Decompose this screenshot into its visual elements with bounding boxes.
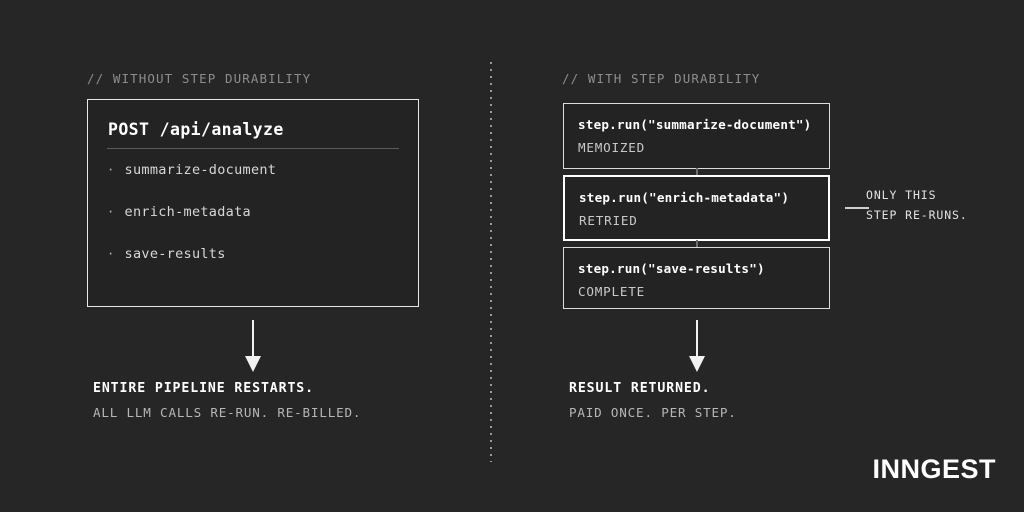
bullet-icon: · bbox=[107, 163, 115, 177]
callout-annotation: ONLY THIS STEP RE-RUNS. bbox=[866, 185, 968, 225]
callout-line-1: ONLY THIS bbox=[866, 188, 937, 202]
right-outcome-primary: RESULT RETURNED. bbox=[569, 381, 711, 396]
left-outcome-primary: ENTIRE PIPELINE RESTARTS. bbox=[93, 381, 314, 396]
right-outcome-caption: RESULT RETURNED. PAID ONCE. PER STEP. bbox=[569, 381, 737, 420]
panel-divider-rule bbox=[107, 148, 399, 149]
callout-line-2: STEP RE-RUNS. bbox=[866, 208, 968, 222]
list-item-label: summarize-document bbox=[124, 162, 277, 178]
panel-step-list: · summarize-document · enrich-metadata ·… bbox=[107, 162, 402, 288]
callout-leader-line bbox=[845, 207, 869, 209]
right-outcome-secondary: PAID ONCE. PER STEP. bbox=[569, 405, 737, 420]
step-box-save-results: step.run("save-results") COMPLETE bbox=[563, 247, 830, 309]
left-section-comment: // WITHOUT STEP DURABILITY bbox=[87, 71, 312, 86]
right-section-comment: // WITH STEP DURABILITY bbox=[562, 71, 761, 86]
monolithic-request-panel: POST /api/analyze · summarize-document ·… bbox=[87, 99, 419, 307]
step-connector bbox=[696, 168, 698, 176]
left-outcome-secondary: ALL LLM CALLS RE-RUN. RE-BILLED. bbox=[93, 405, 362, 420]
inngest-logo: INNGEST bbox=[872, 454, 996, 484]
left-outcome-caption: ENTIRE PIPELINE RESTARTS. ALL LLM CALLS … bbox=[93, 381, 361, 420]
step-code: step.run("summarize-document") bbox=[578, 117, 812, 132]
panel-title: POST /api/analyze bbox=[108, 120, 284, 139]
step-box-summarize-document: step.run("summarize-document") MEMOIZED bbox=[563, 103, 830, 169]
step-code: step.run("save-results") bbox=[578, 261, 765, 276]
arrow-stem bbox=[696, 320, 698, 358]
list-item: · enrich-metadata bbox=[107, 204, 402, 246]
list-item: · save-results bbox=[107, 246, 402, 288]
list-item-label: save-results bbox=[124, 246, 226, 262]
status-badge: RETRIED bbox=[579, 213, 638, 228]
step-box-enrich-metadata: step.run("enrich-metadata") RETRIED bbox=[563, 175, 830, 241]
list-item: · summarize-document bbox=[107, 162, 402, 204]
arrow-head bbox=[245, 356, 261, 372]
list-item-label: enrich-metadata bbox=[124, 204, 251, 220]
bullet-icon: · bbox=[107, 205, 115, 219]
arrow-stem bbox=[252, 320, 254, 358]
arrow-head bbox=[689, 356, 705, 372]
bullet-icon: · bbox=[107, 247, 115, 261]
vertical-dotted-divider bbox=[490, 62, 492, 462]
status-badge: COMPLETE bbox=[578, 284, 646, 299]
status-badge: MEMOIZED bbox=[578, 140, 646, 155]
step-code: step.run("enrich-metadata") bbox=[579, 190, 790, 205]
step-connector bbox=[696, 240, 698, 248]
